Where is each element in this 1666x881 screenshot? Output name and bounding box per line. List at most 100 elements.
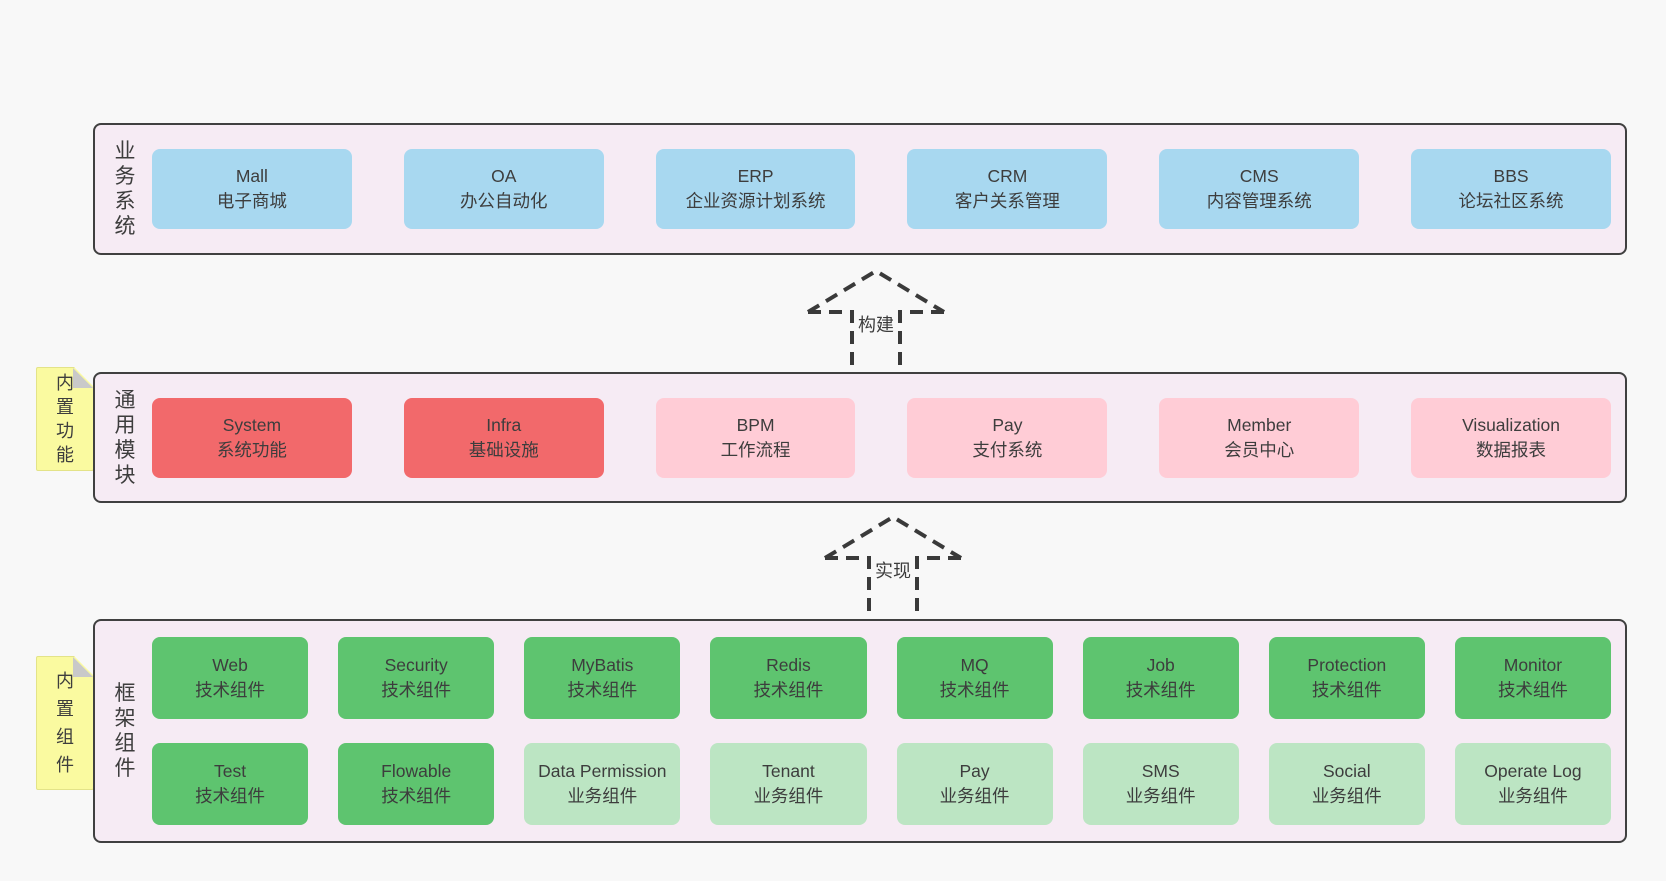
box-pay: Pay 支付系统 [907,397,1108,478]
layer-title-business-systems: 业 务 系 统 [114,140,136,238]
box-mybatis: MyBatis 技术组件 [524,637,681,719]
dashed-up-arrow-icon [806,268,946,372]
box-name: Mall [235,166,268,186]
box-erp: ERP 企业资源计划系统 [655,149,856,229]
box-subtitle: 技术组件 [1125,680,1196,700]
box-sms: SMS 业务组件 [1082,743,1239,825]
box-subtitle: 业务组件 [939,786,1010,806]
box-name: Member [1227,414,1292,435]
box-name: BPM [736,414,775,435]
layer-content: Mall 电子商城 OA 办公自动化 ERP 企业资源计划系统 CRM 客户关系管理 CMS 内容… [152,125,1611,253]
box-security: Security 技术组件 [338,637,495,719]
sticky-note-label: 内 置 组 件 [56,671,74,775]
box-subtitle: 内容管理系统 [1206,191,1312,211]
box-subtitle: 技术组件 [1497,680,1568,700]
box-name: Pay [959,761,990,781]
box-monitor: Monitor 技术组件 [1454,637,1611,719]
box-subtitle: 工作流程 [720,439,791,460]
box-name: Redis [766,655,811,675]
folded-corner-icon [73,657,93,677]
layer-title-common-modules: 通 用 模 块 [114,388,136,487]
box-name: System [222,414,282,435]
layer-content: System 系统功能 Infra 基础设施 BPM 工作流程 Pay 支付系统 Member 会… [152,374,1611,501]
box-subtitle: 业务组件 [567,786,638,806]
box-infra: Infra 基础设施 [403,397,604,478]
box-name: Flowable [381,761,452,781]
box-redis: Redis 技术组件 [710,637,867,719]
box-subtitle: 技术组件 [381,680,452,700]
box-row: Mall 电子商城 OA 办公自动化 ERP 企业资源计划系统 CRM 客户关系管理 CMS 内容… [152,149,1611,229]
box-crm: CRM 客户关系管理 [907,149,1108,229]
box-subtitle: 业务组件 [753,786,824,806]
box-name: CRM [987,166,1028,186]
box-subtitle: 会员中心 [1224,439,1295,460]
box-subtitle: 论坛社区系统 [1458,191,1564,211]
box-name: Security [384,655,448,675]
box-subtitle: 技术组件 [1311,680,1382,700]
box-subtitle: 技术组件 [195,680,266,700]
box-name: Monitor [1503,655,1563,675]
layer-business-systems: 业 务 系 统 Mall 电子商城 OA 办公自动化 ERP 企业资源计划系统 CRM 客户关… [93,123,1627,255]
box-name: Visualization [1462,414,1561,435]
box-subtitle: 技术组件 [939,680,1010,700]
box-subtitle: 技术组件 [195,786,266,806]
box-name: SMS [1141,761,1180,781]
box-subtitle: 客户关系管理 [954,191,1060,211]
arrow-label-implement: 实现 [871,558,915,584]
box-cms: CMS 内容管理系统 [1159,149,1360,229]
sticky-note-built-in-features: 内 置 功 能 [36,367,94,471]
box-subtitle: 业务组件 [1125,786,1196,806]
box-name: Infra [486,414,522,435]
box-name: Data Permission [538,761,667,781]
box-job: Job 技术组件 [1082,637,1239,719]
box-subtitle: 技术组件 [753,680,824,700]
sticky-note-built-in-components: 内 置 组 件 [36,656,94,790]
box-name: OA [491,166,517,186]
box-name: ERP [737,166,774,186]
box-row: System 系统功能 Infra 基础设施 BPM 工作流程 Pay 支付系统 Member 会… [152,397,1611,478]
box-bbs: BBS 论坛社区系统 [1411,149,1611,229]
box-subtitle: 办公自动化 [459,191,548,211]
box-tenant: Tenant 业务组件 [710,743,867,825]
dashed-up-arrow-icon [823,514,963,618]
box-subtitle: 系统功能 [216,439,287,460]
box-pay: Pay 业务组件 [896,743,1053,825]
box-mall: Mall 电子商城 [152,149,352,229]
box-name: Test [214,761,247,781]
box-subtitle: 技术组件 [567,680,638,700]
layer-title-framework-components: 框 架 组 件 [114,682,136,780]
folded-corner-icon [73,368,93,388]
box-flowable: Flowable 技术组件 [338,743,495,825]
box-name: Pay [992,414,1023,435]
box-name: Tenant [762,761,815,781]
box-test: Test 技术组件 [152,743,309,825]
box-name: MyBatis [571,655,634,675]
box-name: BBS [1493,166,1529,186]
arrow-implement: 实现 [823,512,963,618]
box-name: CMS [1239,166,1279,186]
arrow-build: 构建 [806,266,946,372]
box-data-permission: Data Permission 业务组件 [524,743,681,825]
box-system: System 系统功能 [152,397,352,478]
box-subtitle: 企业资源计划系统 [685,191,826,211]
box-subtitle: 支付系统 [972,439,1043,460]
box-subtitle: 电子商城 [216,191,287,211]
box-name: Job [1146,655,1175,675]
box-subtitle: 业务组件 [1497,786,1568,806]
box-subtitle: 基础设施 [468,439,539,460]
box-name: Operate Log [1484,761,1582,781]
box-subtitle: 技术组件 [381,786,452,806]
box-subtitle: 业务组件 [1311,786,1382,806]
layer-common-modules: 通 用 模 块 System 系统功能 Infra 基础设施 BPM 工作流程 Pay 支付系… [93,372,1627,503]
box-operate-log: Operate Log 业务组件 [1454,743,1611,825]
box-subtitle: 数据报表 [1476,439,1547,460]
